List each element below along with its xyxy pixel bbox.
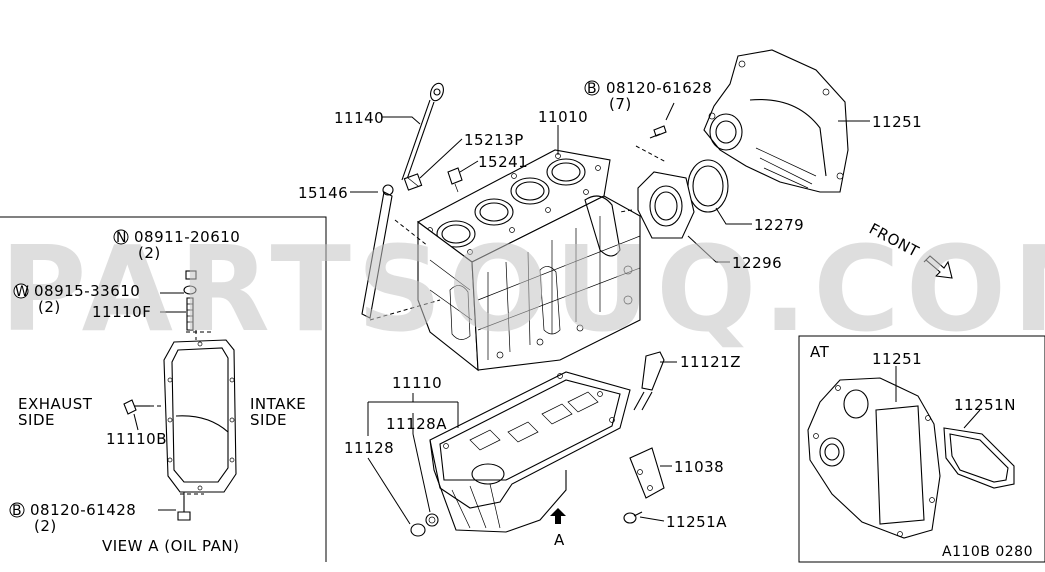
view-a-arrow bbox=[550, 508, 566, 524]
callout-12279: 12279 bbox=[754, 216, 804, 234]
bolt-b-top-drawing bbox=[635, 125, 667, 163]
callout-12296: 12296 bbox=[732, 254, 782, 272]
intake-side-line2: SIDE bbox=[250, 411, 287, 429]
callout-11110: 11110 bbox=[392, 374, 442, 392]
bolt-a-drawing bbox=[623, 511, 643, 524]
exhaust-side-line1: EXHAUST bbox=[18, 395, 93, 413]
inset-oil-pan-leaders bbox=[133, 292, 186, 511]
inset-oil-pan-drawing bbox=[123, 270, 237, 521]
plug-drawing bbox=[403, 173, 423, 191]
intake-side-line1: INTAKE bbox=[250, 395, 306, 413]
callout-15146: 15146 bbox=[298, 184, 348, 202]
callout-11110b: 11110B bbox=[106, 430, 167, 448]
figure-code: A110B 0280 bbox=[942, 544, 1033, 560]
callout-11251n: 11251N bbox=[954, 396, 1016, 414]
inset-at-leaders bbox=[895, 366, 981, 429]
callout-08120-61628: 08120-61628 bbox=[606, 79, 712, 97]
seal-retainer-drawing bbox=[619, 171, 695, 239]
strainer-drawing bbox=[633, 351, 665, 411]
bracket-drawing bbox=[629, 447, 665, 499]
marker-n-letter: N bbox=[116, 230, 127, 246]
inset-frame-at bbox=[798, 335, 1045, 563]
callout-08120-61628-qty: (7) bbox=[609, 95, 632, 113]
drain-plug-drawing bbox=[410, 513, 439, 537]
callout-11010: 11010 bbox=[538, 108, 588, 126]
callout-08911-20610-qty: (2) bbox=[138, 244, 161, 262]
exhaust-side-line2: SIDE bbox=[18, 411, 55, 429]
callout-11128a: 11128A bbox=[386, 415, 447, 433]
view-a-caption: VIEW A (OIL PAN) bbox=[102, 537, 239, 555]
marker-b-top bbox=[584, 80, 600, 96]
inset-at-title: AT bbox=[810, 343, 830, 361]
callout-08915-33610-qty: (2) bbox=[38, 298, 61, 316]
view-a-label: A bbox=[554, 531, 565, 549]
callout-08915-33610: 08915-33610 bbox=[34, 282, 140, 300]
oil-pan-drawing bbox=[429, 371, 631, 533]
callout-11128: 11128 bbox=[344, 439, 394, 457]
dipstick-drawing bbox=[401, 82, 444, 183]
inset-frame-oil-pan bbox=[0, 216, 327, 562]
callout-08120-61428-qty: (2) bbox=[34, 517, 57, 535]
watermark: PARTSOUQ.COM bbox=[0, 220, 1045, 358]
callout-at-11251: 11251 bbox=[872, 350, 922, 368]
callout-15241: 15241 bbox=[478, 153, 528, 171]
marker-b-inset bbox=[9, 502, 25, 518]
callout-15213p: 15213P bbox=[464, 131, 524, 149]
leader-lines bbox=[350, 102, 870, 525]
marker-w bbox=[13, 283, 29, 299]
guide-tube-drawing bbox=[361, 184, 394, 319]
front-arrow-icon bbox=[923, 255, 953, 279]
marker-w-letter: W bbox=[15, 284, 29, 300]
oil-seal-drawing bbox=[687, 159, 729, 213]
callout-11140: 11140 bbox=[334, 109, 384, 127]
callout-11038: 11038 bbox=[674, 458, 724, 476]
marker-b-top-letter: B bbox=[587, 81, 597, 97]
callout-11251: 11251 bbox=[872, 113, 922, 131]
callout-08120-61428: 08120-61428 bbox=[30, 501, 136, 519]
inset-at-drawing bbox=[807, 377, 1015, 539]
callout-11251a: 11251A bbox=[666, 513, 727, 531]
sensor-drawing bbox=[447, 167, 463, 193]
callout-11121z: 11121Z bbox=[680, 353, 741, 371]
cylinder-block-drawing bbox=[369, 149, 641, 372]
rear-plate-drawing bbox=[703, 49, 849, 193]
marker-n bbox=[113, 229, 129, 245]
callout-11110f: 11110F bbox=[92, 303, 151, 321]
marker-b-inset-letter: B bbox=[12, 503, 22, 519]
callout-08911-20610: 08911-20610 bbox=[134, 228, 240, 246]
